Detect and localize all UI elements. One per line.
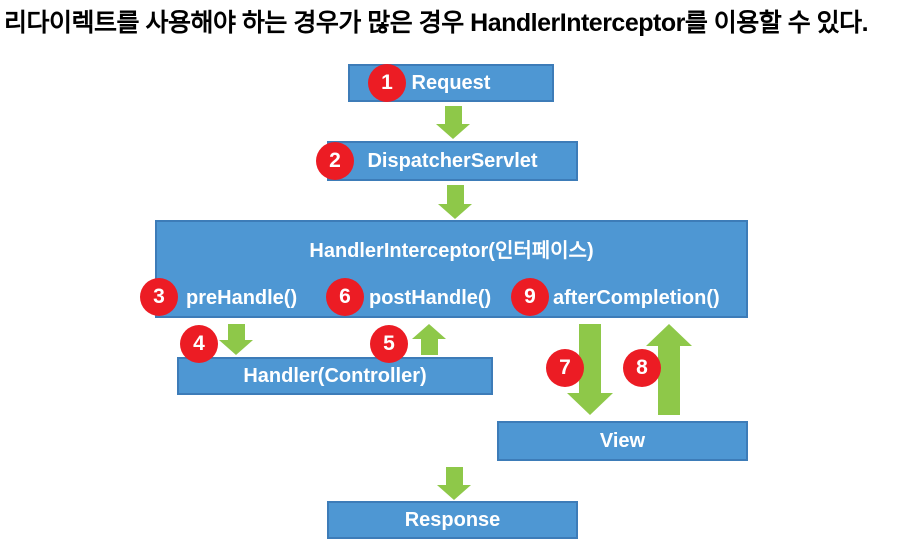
node-dispatcher-servlet: DispatcherServlet	[327, 141, 578, 181]
node-handler-controller-label: Handler(Controller)	[243, 364, 427, 387]
arrow-handler-to-posthandle-icon	[412, 324, 446, 355]
node-request-label: Request	[411, 71, 491, 94]
node-response-label: Response	[404, 508, 501, 531]
arrow-request-to-dispatcher-icon	[436, 106, 470, 139]
node-view-label: View	[599, 429, 646, 452]
step-badge-7: 7	[546, 349, 584, 387]
arrow-prehandle-to-handler-icon	[219, 324, 253, 355]
arrow-view-to-aftercompletion-icon	[646, 324, 692, 415]
node-handler-interceptor-label: HandlerInterceptor(인터페이스)	[309, 240, 594, 262]
node-handler-controller: Handler(Controller)	[177, 357, 493, 395]
node-response: Response	[327, 501, 578, 539]
step-badge-1: 1	[368, 64, 406, 102]
step-badge-3: 3	[140, 278, 178, 316]
step-badge-4: 4	[180, 325, 218, 363]
step-badge-6: 6	[326, 278, 364, 316]
step-badge-2: 2	[316, 142, 354, 180]
node-handler-interceptor: HandlerInterceptor(인터페이스) preHandle() po…	[155, 220, 748, 318]
method-prehandle-label: preHandle()	[186, 287, 298, 309]
step-badge-8: 8	[623, 349, 661, 387]
method-posthandle-label: postHandle()	[369, 287, 492, 309]
arrow-interceptor-to-view-icon	[567, 324, 613, 415]
caption: 리다이렉트를 사용해야 하는 경우가 많은 경우 HandlerIntercep…	[4, 9, 869, 37]
node-view: View	[497, 421, 748, 461]
node-dispatcher-servlet-label: DispatcherServlet	[367, 149, 538, 172]
arrow-dispatcher-to-interceptor-icon	[438, 185, 472, 219]
step-badge-9: 9	[511, 278, 549, 316]
arrow-view-to-response-icon	[437, 467, 471, 500]
method-aftercompletion-label: afterCompletion()	[553, 287, 720, 309]
step-badge-5: 5	[370, 325, 408, 363]
